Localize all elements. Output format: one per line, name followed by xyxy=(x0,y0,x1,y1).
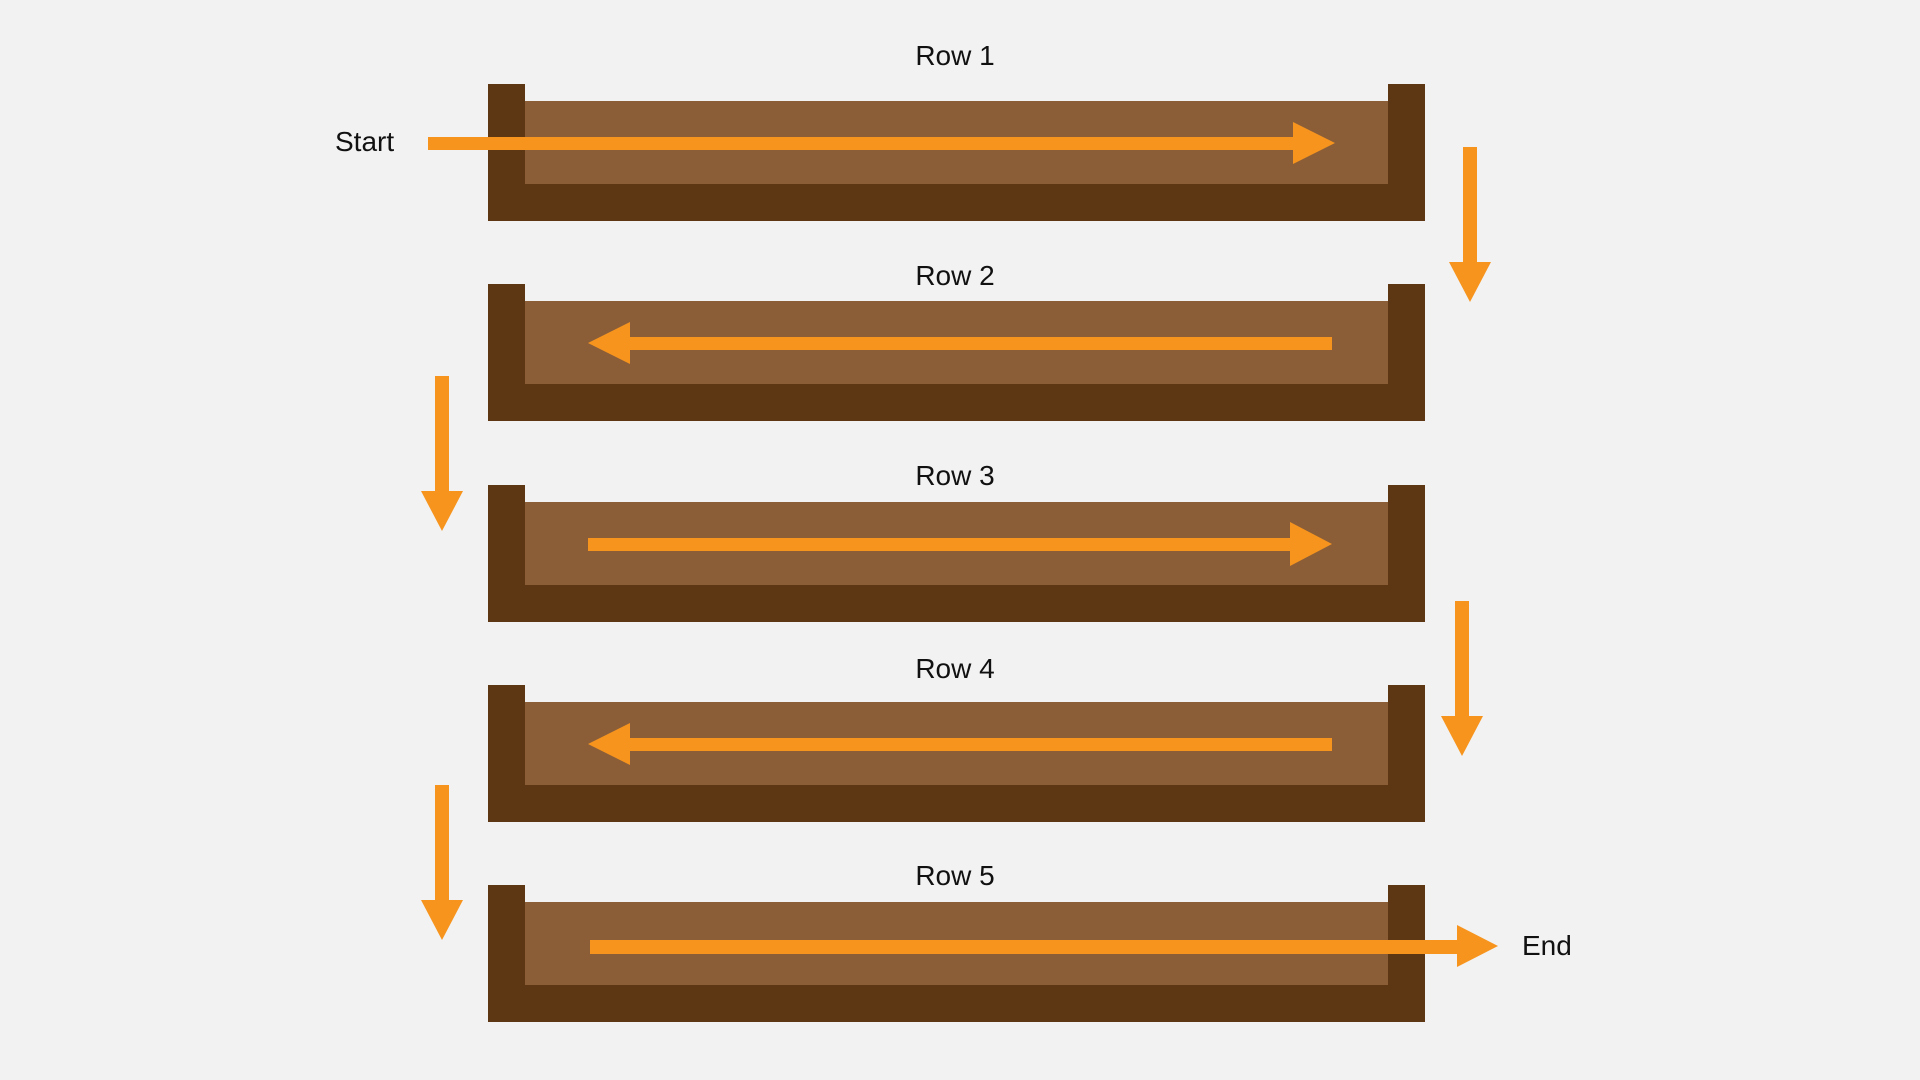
garden-bed-row-2 xyxy=(488,284,1425,421)
bed-base xyxy=(488,384,1425,421)
row-label-3: Row 3 xyxy=(915,460,995,491)
bed-soil xyxy=(525,301,1388,384)
end-label: End xyxy=(1522,930,1572,961)
row-label-5: Row 5 xyxy=(915,860,995,891)
garden-bed-row-4 xyxy=(488,685,1425,822)
transition-arrow-down-row3-to-row4 xyxy=(1441,601,1483,756)
row-label-1: Row 1 xyxy=(915,40,995,71)
transition-arrow-down-row2-to-row3 xyxy=(421,376,463,531)
garden-bed-row-3 xyxy=(488,485,1425,622)
transition-arrow-down-row4-to-row5 xyxy=(421,785,463,940)
bed-base xyxy=(488,985,1425,1022)
garden-bed-row-1 xyxy=(488,84,1425,221)
bed-soil xyxy=(525,502,1388,585)
start-label: Start xyxy=(335,126,395,157)
bed-base xyxy=(488,184,1425,221)
row-label-2: Row 2 xyxy=(915,260,995,291)
bed-soil xyxy=(525,101,1388,184)
bed-soil xyxy=(525,702,1388,785)
bed-soil xyxy=(525,902,1388,985)
row-label-4: Row 4 xyxy=(915,653,995,684)
garden-bed-row-5 xyxy=(488,885,1425,1022)
bed-base xyxy=(488,785,1425,822)
bed-base xyxy=(488,585,1425,622)
transition-arrow-down-row1-to-row2 xyxy=(1449,147,1491,302)
